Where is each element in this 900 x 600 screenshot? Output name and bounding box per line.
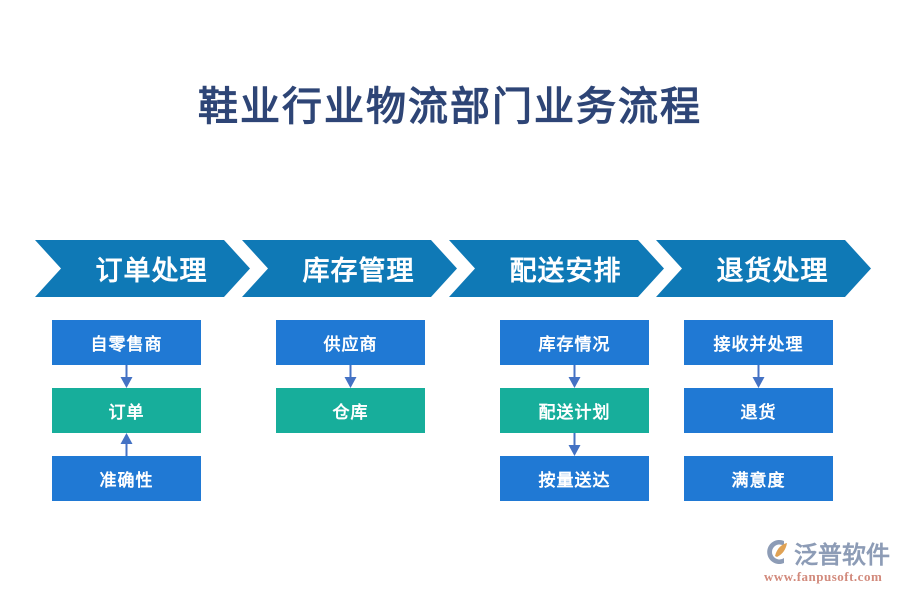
process-node-label: 退货 bbox=[740, 403, 777, 422]
logo-wordmark: 泛普软件 bbox=[794, 542, 890, 569]
process-node[interactable]: 按量送达 bbox=[500, 456, 649, 501]
brand-logo: 泛普软件 www.fanpusoft.com bbox=[762, 536, 894, 588]
stage-chevron-1[interactable]: 订单处理 bbox=[35, 240, 250, 297]
stage-chevron-label: 配送安排 bbox=[509, 256, 622, 286]
process-node-label: 配送计划 bbox=[538, 403, 611, 422]
stage-column-4: 接收并处理退货满意度 bbox=[684, 320, 833, 501]
stage-chevron-label: 订单处理 bbox=[95, 256, 208, 286]
logo-row: 泛普软件 bbox=[762, 536, 894, 569]
process-node[interactable]: 供应商 bbox=[276, 320, 425, 365]
connector-arrow-down-icon bbox=[684, 365, 833, 388]
logo-url: www.fanpusoft.com bbox=[764, 569, 883, 584]
stage-chevron-4[interactable]: 退货处理 bbox=[656, 240, 871, 297]
stage-chevron-2[interactable]: 库存管理 bbox=[242, 240, 457, 297]
stage-chevron-3[interactable]: 配送安排 bbox=[449, 240, 664, 297]
process-node[interactable]: 配送计划 bbox=[500, 388, 649, 433]
process-node-label: 准确性 bbox=[99, 471, 154, 490]
process-node-label: 供应商 bbox=[323, 335, 378, 354]
page-title: 鞋业行业物流部门业务流程 bbox=[198, 84, 702, 129]
process-node-label: 接收并处理 bbox=[713, 335, 804, 354]
fanpu-logo-icon bbox=[762, 537, 792, 567]
stage-chevron-label: 退货处理 bbox=[716, 256, 829, 286]
process-node-label: 订单 bbox=[108, 403, 145, 422]
process-stage-band: 订单处理 库存管理 配送安排 退货处理 bbox=[35, 240, 863, 297]
connector-arrow-down-icon bbox=[276, 365, 425, 388]
process-node[interactable]: 满意度 bbox=[684, 456, 833, 501]
stage-column-1: 自零售商订单准确性 bbox=[52, 320, 201, 501]
stage-column-2: 供应商仓库 bbox=[276, 320, 425, 433]
process-node-label: 自零售商 bbox=[90, 335, 163, 354]
process-node[interactable]: 订单 bbox=[52, 388, 201, 433]
process-node[interactable]: 自零售商 bbox=[52, 320, 201, 365]
process-node-label: 仓库 bbox=[332, 403, 369, 422]
stage-column-3: 库存情况配送计划按量送达 bbox=[500, 320, 649, 501]
process-node[interactable]: 退货 bbox=[684, 388, 833, 433]
process-node-label: 库存情况 bbox=[538, 335, 611, 354]
stage-chevron-label: 库存管理 bbox=[302, 256, 415, 286]
connector-arrow-up-icon bbox=[52, 433, 201, 456]
connector-arrow-down-icon bbox=[52, 365, 201, 388]
connector-spacer bbox=[684, 433, 833, 456]
process-node[interactable]: 接收并处理 bbox=[684, 320, 833, 365]
connector-arrow-down-icon bbox=[500, 433, 649, 456]
process-node[interactable]: 仓库 bbox=[276, 388, 425, 433]
process-node[interactable]: 准确性 bbox=[52, 456, 201, 501]
process-node[interactable]: 库存情况 bbox=[500, 320, 649, 365]
process-node-label: 按量送达 bbox=[538, 471, 611, 490]
connector-arrow-down-icon bbox=[500, 365, 649, 388]
process-node-label: 满意度 bbox=[731, 471, 786, 490]
